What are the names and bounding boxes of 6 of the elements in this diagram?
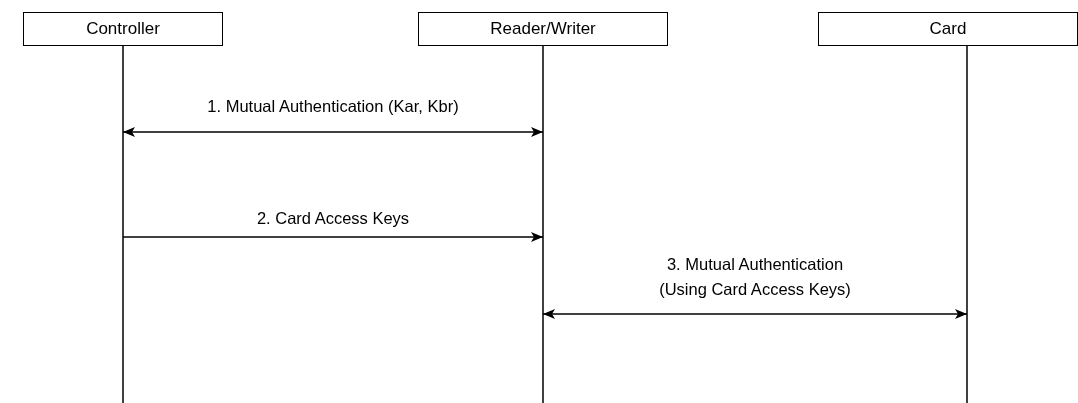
participant-box: Controller	[23, 12, 223, 46]
message-arrow	[122, 127, 544, 137]
message-arrow	[122, 232, 544, 242]
message-arrow	[542, 309, 968, 319]
participant-box: Card	[818, 12, 1078, 46]
participant-box: Reader/Writer	[418, 12, 668, 46]
